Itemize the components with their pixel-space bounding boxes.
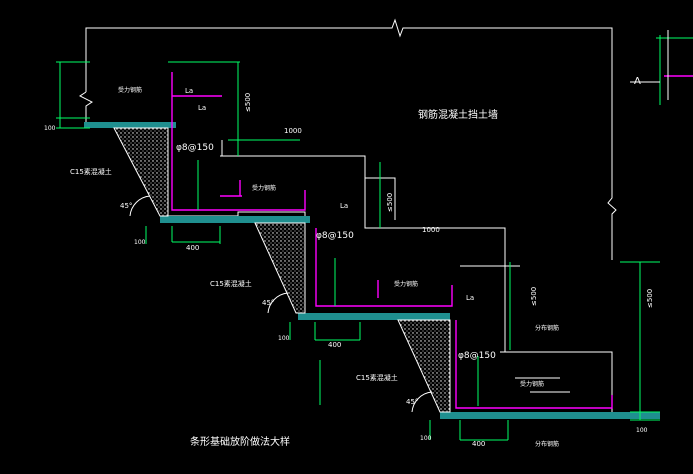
dist-label-1: 分布钢筋: [535, 324, 559, 332]
rebar-label-4: 受力钢筋: [520, 380, 544, 388]
dim-100-e: 100: [636, 427, 648, 434]
drawing-title: 条形基础放阶做法大样: [190, 435, 290, 448]
concrete-wedges: [113, 127, 451, 413]
lap-label-3: La: [466, 294, 474, 302]
angle-45-b: 45°: [262, 299, 274, 307]
dim-500-a: ≤500: [244, 93, 252, 112]
dim-400-b: 400: [328, 341, 341, 349]
rebar-label-2: 受力钢筋: [252, 184, 276, 192]
angle-45-c: 45°: [406, 398, 418, 406]
concrete-wedge-1: [113, 127, 169, 217]
angle-45-a: 45°: [120, 202, 132, 210]
section-marker: [630, 30, 693, 100]
concrete-wedge-3: [397, 319, 451, 413]
dim-500-d: ≤500: [646, 289, 654, 308]
wall-label: 钢筋混凝土挡土墙: [418, 108, 498, 121]
dist-label-2: 分布钢筋: [535, 440, 559, 448]
dim-1000-a: 1000: [284, 127, 302, 135]
dim-1000-b: 1000: [422, 226, 440, 234]
angle-arcs: [129, 195, 433, 413]
concrete-label-1: C15素混凝土: [70, 167, 112, 176]
rebar-label-3: 受力钢筋: [394, 280, 418, 288]
section-label: A: [634, 76, 641, 87]
dim-100-b: 100: [134, 239, 146, 246]
footing-slabs: [84, 122, 660, 419]
dim-500-c: ≤500: [530, 287, 538, 306]
lap-label-1b: La: [198, 104, 206, 112]
dim-500-b: ≤500: [386, 193, 394, 212]
rebar-label-1: 受力钢筋: [118, 86, 142, 94]
spacing-label-1: φ8@150: [176, 143, 214, 153]
lap-label-2: La: [340, 202, 348, 210]
dim-100-c: 100: [278, 335, 290, 342]
dim-400-c: 400: [472, 440, 485, 448]
spacing-label-2: φ8@150: [316, 231, 354, 241]
dim-100-a: 100: [44, 125, 56, 132]
dim-400-a: 400: [186, 244, 199, 252]
concrete-label-3: C15素混凝土: [356, 373, 398, 382]
dimension-lines: [56, 35, 693, 441]
concrete-wedge-2: [254, 222, 306, 314]
rebar-lines: [171, 72, 613, 409]
concrete-label-2: C15素混凝土: [210, 279, 252, 288]
dim-100-d: 100: [420, 435, 432, 442]
spacing-label-3: φ8@150: [458, 351, 496, 361]
lap-label-1a: La: [185, 87, 193, 95]
